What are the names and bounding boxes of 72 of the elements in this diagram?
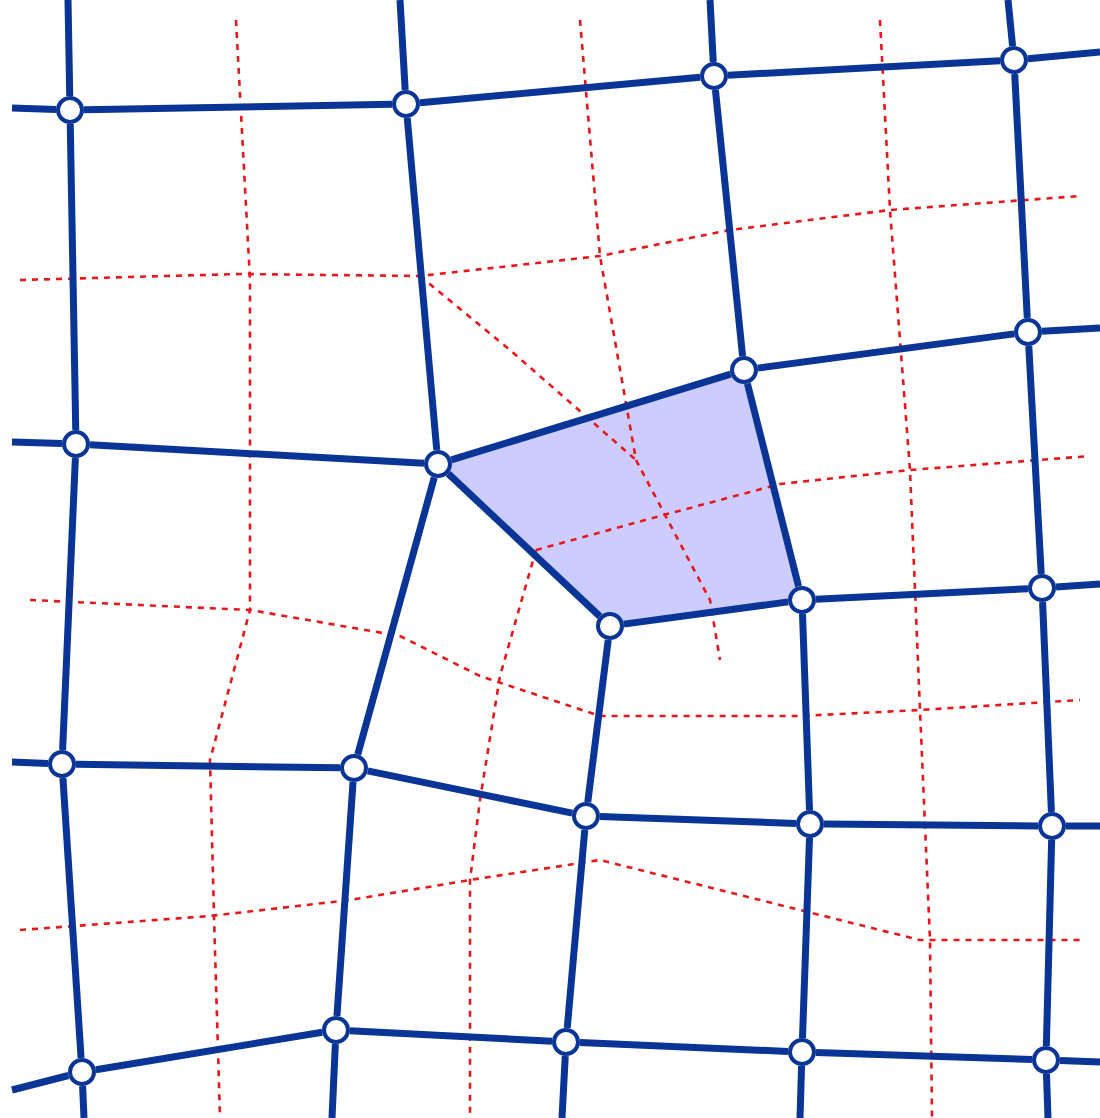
mesh-edge [711, 89, 747, 357]
vertex-circle [552, 1028, 580, 1056]
mesh-edge [706, 0, 717, 63]
vertex-circle [730, 356, 758, 384]
mesh-edge [1042, 839, 1056, 1047]
mesh-edge [403, 117, 441, 451]
mesh-edge [95, 1028, 323, 1074]
vertex-circle [788, 586, 816, 614]
vertex-circle [788, 1038, 816, 1066]
mesh-edge [79, 1085, 88, 1118]
mesh-edge [396, 0, 409, 91]
mesh-edge [83, 100, 393, 114]
mesh-edge [328, 1043, 339, 1118]
mesh-edge [75, 760, 341, 772]
vertex-circle [68, 1058, 96, 1086]
vertex-circle [392, 90, 420, 118]
vertex-circle [62, 430, 90, 458]
mesh-edge [349, 1027, 553, 1045]
vertex-circle [1038, 812, 1066, 840]
mesh-edge [11, 438, 63, 448]
mesh-edge [11, 758, 49, 767]
mesh-edge [727, 57, 1001, 79]
vertex-circle [1028, 574, 1056, 602]
mesh-edge [584, 639, 612, 803]
mesh-edge [1066, 822, 1100, 830]
mesh-edge [757, 330, 1015, 372]
mesh-edge [354, 476, 438, 756]
mesh-edge [450, 370, 732, 464]
vertex-circle [340, 754, 368, 782]
mesh-edge [563, 829, 589, 1029]
mesh-edge [799, 613, 813, 811]
mesh-edge [64, 0, 74, 97]
mesh-edge [333, 781, 357, 1017]
mesh-edge [1043, 1073, 1052, 1118]
vertex-circle [56, 96, 84, 124]
mesh-edge [1039, 601, 1055, 813]
vertex-circle [322, 1016, 350, 1044]
mesh-edge [89, 441, 425, 467]
mesh-edge [823, 820, 1039, 830]
mesh-edge [66, 123, 80, 431]
mesh-edge [367, 767, 573, 817]
mesh-edge [1055, 580, 1100, 591]
mesh-edge [1011, 73, 1031, 319]
mesh-edge [796, 1065, 806, 1118]
mesh-edge [744, 382, 802, 588]
mesh-edge [1027, 48, 1100, 63]
mesh-edge [1004, 0, 1017, 47]
mesh-edge [11, 104, 57, 113]
mesh-edge [445, 471, 603, 619]
mesh-edge [599, 813, 797, 827]
mesh-edge [59, 457, 79, 751]
vertex-circle [572, 802, 600, 830]
mesh-edge [1041, 324, 1100, 335]
mesh-edge [11, 1072, 70, 1094]
vertex-circle [424, 450, 452, 478]
mesh-edge [1059, 1057, 1100, 1066]
mesh-edge [799, 837, 813, 1039]
vertex-circle [1000, 46, 1028, 74]
vertex-circle [596, 612, 624, 640]
mesh-edge [558, 1055, 569, 1118]
mesh-edge [579, 1039, 789, 1055]
vertex-circle [1014, 318, 1042, 346]
mesh-edge [59, 777, 85, 1059]
vertex-circle [48, 750, 76, 778]
mesh-edge [815, 1048, 1033, 1064]
mesh-edge [419, 73, 701, 107]
mesh-edge [1025, 345, 1045, 575]
vertex-circle [1032, 1046, 1060, 1074]
mesh-edge [815, 585, 1029, 603]
vertex-circle [796, 810, 824, 838]
mesh-edge [623, 598, 789, 628]
vertex-circle [700, 62, 728, 90]
